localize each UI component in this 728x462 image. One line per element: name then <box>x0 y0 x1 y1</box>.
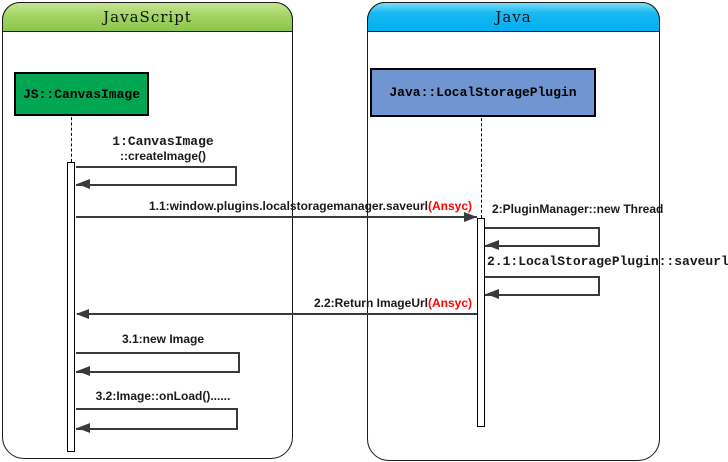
message-1-label-line1: 1:CanvasImage <box>112 134 214 149</box>
message-2-2-label: 2.2:Return ImageUrl(Ansyc) <box>314 296 472 310</box>
message-1-1-text: 1.1:window.plugins.localstoragemanager.s… <box>149 199 428 213</box>
arrowhead-left-icon <box>77 179 90 189</box>
message-2-2-text: 2.2:Return ImageUrl <box>313 296 428 310</box>
frame-javascript-title: JavaScript <box>103 8 192 26</box>
message-3-2-self-loop <box>76 408 238 430</box>
arrowhead-right-icon <box>464 212 477 222</box>
object-box-js-canvasimage: JS::CanvasImage <box>14 72 149 116</box>
object-label-java-localstorageplugin: Java::LocalStoragePlugin <box>389 85 577 100</box>
message-1-1-arrow-line <box>76 216 477 218</box>
message-3-1-label: 3.1:new Image <box>121 332 205 346</box>
message-1-1-async-suffix: (Ansyc) <box>427 199 472 213</box>
message-2-1-self-loop <box>485 276 600 296</box>
message-1-label-line2: ::createImage() <box>119 149 207 163</box>
arrowhead-left-icon <box>486 289 499 299</box>
frame-java-title: Java <box>495 8 532 26</box>
arrowhead-left-icon <box>486 240 499 250</box>
message-2-label: 2:PluginManager::new Thread <box>492 202 664 216</box>
arrowhead-left-icon <box>77 423 90 433</box>
message-3-2-label: 3.2:Image::onLoad()...... <box>95 389 231 403</box>
message-2-2-arrow-line <box>77 313 477 315</box>
activation-bar-java <box>477 218 485 427</box>
lifeline-java <box>481 113 482 218</box>
message-3-1-self-loop <box>76 352 240 373</box>
message-1-label: 1:CanvasImage ::createImage() <box>88 134 238 163</box>
message-1-1-label: 1.1:window.plugins.localstoragemanager.s… <box>149 199 472 213</box>
message-2-1-label: 2.1:LocalStoragePlugin::saveurl <box>487 254 728 269</box>
arrowhead-left-icon <box>76 309 89 319</box>
object-box-java-localstorageplugin: Java::LocalStoragePlugin <box>370 68 596 117</box>
frame-java-header: Java <box>367 2 660 32</box>
arrowhead-left-icon <box>77 366 90 376</box>
object-label-js-canvasimage: JS::CanvasImage <box>22 86 141 102</box>
message-1-self-loop <box>76 166 237 186</box>
activation-bar-javascript <box>67 162 75 452</box>
message-2-2-async-suffix: (Ansyc) <box>427 296 472 310</box>
message-2-self-loop <box>485 227 600 247</box>
frame-javascript-header: JavaScript <box>2 2 293 32</box>
lifeline-javascript <box>71 112 72 162</box>
